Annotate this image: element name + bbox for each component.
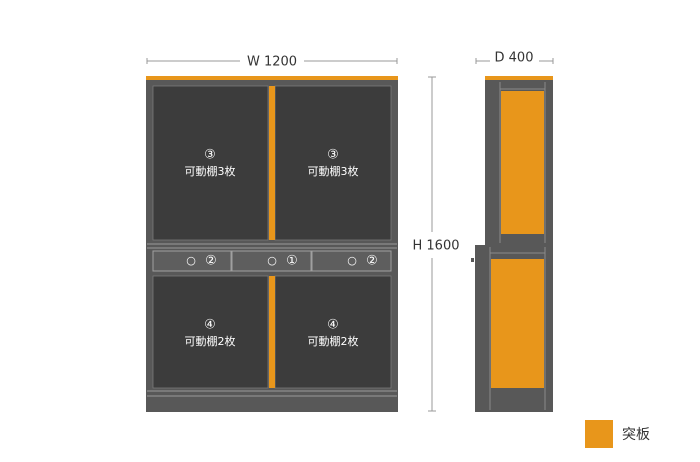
upper-left-door bbox=[152, 85, 269, 241]
lower-center-veneer bbox=[269, 276, 275, 388]
drawer-left-knob: ○ bbox=[186, 254, 196, 267]
side-view: D 400 bbox=[471, 51, 554, 412]
depth-dimension bbox=[475, 58, 554, 64]
lower-right-door-label: 可動棚2枚 bbox=[308, 334, 359, 348]
front-view: W 1200 ○ ② ○ ① ○ ② ③ 可動棚3枚 ③ 可動棚3枚 bbox=[146, 55, 398, 412]
depth-label: D 400 bbox=[495, 51, 534, 66]
legend-veneer-swatch bbox=[585, 420, 613, 448]
width-label: W 1200 bbox=[247, 55, 297, 70]
upper-right-door-number: ③ bbox=[327, 148, 339, 163]
drawer-right-number: ② bbox=[366, 254, 378, 269]
lower-right-door-number: ④ bbox=[327, 318, 339, 333]
height-dimension bbox=[428, 76, 436, 412]
lower-left-door-label: 可動棚2枚 bbox=[185, 334, 236, 348]
legend-veneer-label: 突板 bbox=[622, 427, 650, 443]
upper-left-door-number: ③ bbox=[204, 148, 216, 163]
drawer-center bbox=[231, 250, 312, 272]
upper-right-door-label: 可動棚3枚 bbox=[308, 164, 359, 178]
side-upper-veneer-panel bbox=[501, 91, 544, 234]
side-lower-veneer-panel bbox=[491, 259, 544, 388]
drawer-left-number: ② bbox=[205, 254, 217, 269]
upper-center-veneer bbox=[269, 86, 275, 240]
upper-left-door-label: 可動棚3枚 bbox=[185, 164, 236, 178]
lower-left-door-number: ④ bbox=[204, 318, 216, 333]
lower-right-door bbox=[274, 275, 392, 389]
drawer-right-knob: ○ bbox=[347, 254, 357, 267]
drawer-left bbox=[152, 250, 232, 272]
drawer-center-knob: ○ bbox=[267, 254, 277, 267]
height-label: H 1600 bbox=[413, 239, 460, 254]
drawer-center-number: ① bbox=[286, 254, 298, 269]
side-top-veneer bbox=[485, 76, 553, 80]
drawer-right bbox=[311, 250, 392, 272]
legend: 突板 bbox=[585, 420, 650, 448]
top-veneer-strip bbox=[146, 76, 398, 80]
upper-right-door bbox=[274, 85, 392, 241]
width-dimension bbox=[146, 58, 398, 64]
side-handle bbox=[471, 258, 474, 262]
lower-left-door bbox=[152, 275, 269, 389]
